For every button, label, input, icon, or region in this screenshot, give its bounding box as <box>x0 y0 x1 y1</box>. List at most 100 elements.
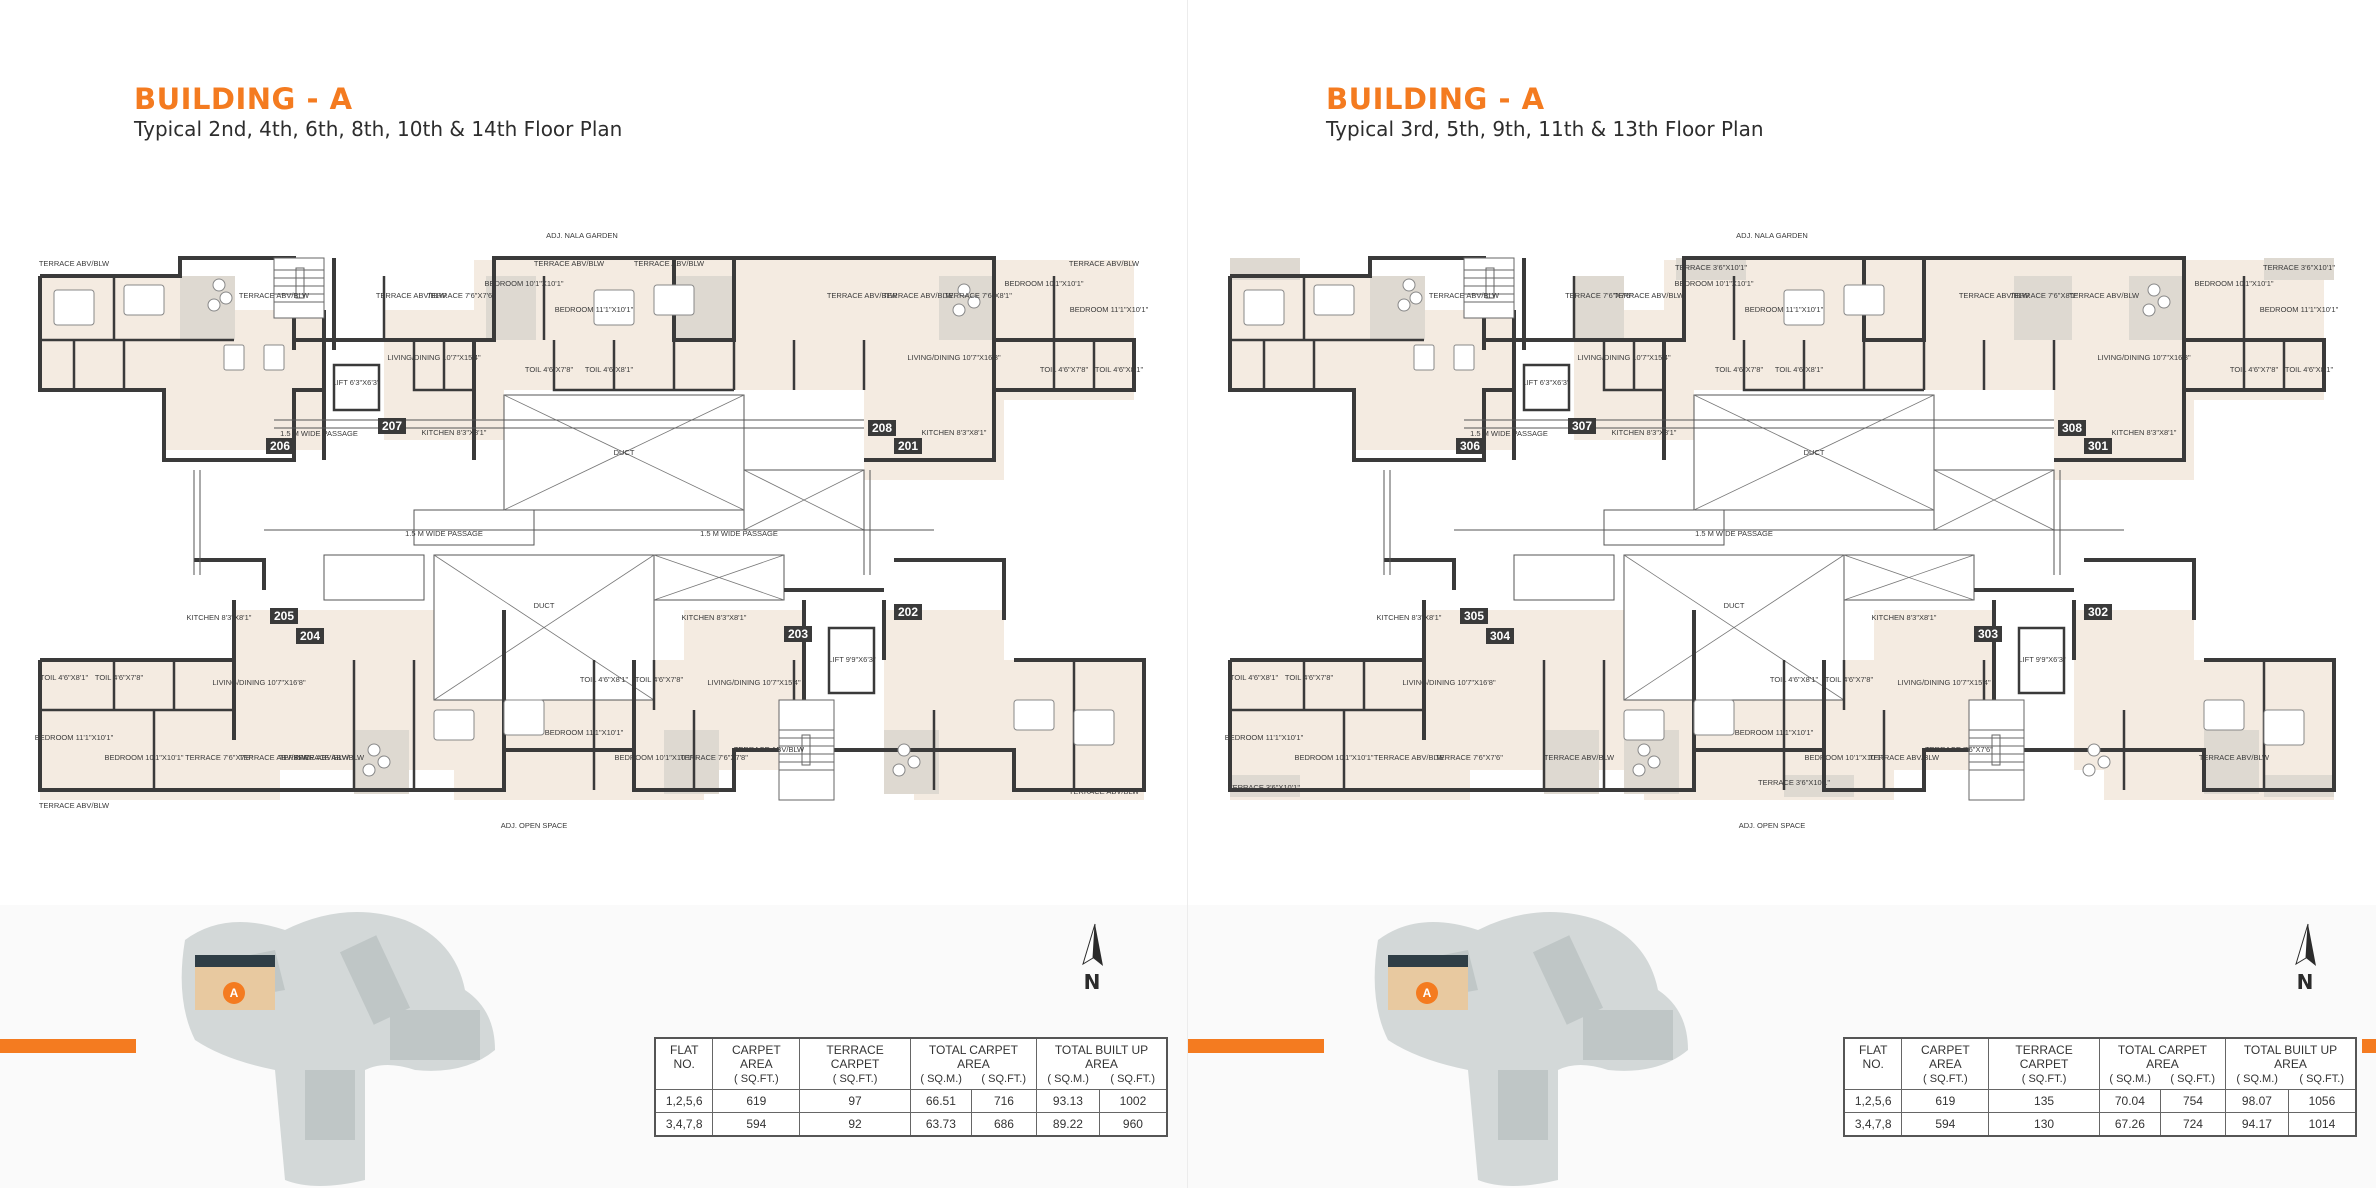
svg-text:LIFT 6'3"X6'3": LIFT 6'3"X6'3" <box>332 378 380 387</box>
svg-text:TOIL 4'6"X8'1": TOIL 4'6"X8'1" <box>585 365 634 374</box>
svg-text:DUCT: DUCT <box>614 448 635 457</box>
svg-text:TERRACE ABV/BLW: TERRACE ABV/BLW <box>534 259 605 268</box>
svg-text:TOIL 4'6"X8'1": TOIL 4'6"X8'1" <box>40 673 89 682</box>
svg-text:TOIL 4'6"X8'1": TOIL 4'6"X8'1" <box>1095 365 1144 374</box>
svg-text:TERRACE ABV/BLW: TERRACE ABV/BLW <box>734 745 805 754</box>
svg-text:TOIL 4'6"X7'8": TOIL 4'6"X7'8" <box>525 365 574 374</box>
svg-text:LIVING/DINING 10'7"X16'8": LIVING/DINING 10'7"X16'8" <box>212 678 306 687</box>
key-plan-map: A <box>1358 900 1698 1188</box>
svg-text:TOIL 4'6"X8'1": TOIL 4'6"X8'1" <box>580 675 629 684</box>
unit-number-tag: 305 <box>1460 608 1489 624</box>
unit-number-tag: 203 <box>784 626 813 642</box>
svg-text:TERRACE 3'6"X10'1": TERRACE 3'6"X10'1" <box>1228 783 1300 792</box>
unit-number-tag: 204 <box>296 628 325 644</box>
svg-text:TERRACE ABV/BLW: TERRACE ABV/BLW <box>39 259 110 268</box>
svg-text:TERRACE 7'6"X7'8": TERRACE 7'6"X7'8" <box>185 753 253 762</box>
svg-text:BEDROOM 11'1"X10'1": BEDROOM 11'1"X10'1" <box>1070 305 1149 314</box>
svg-text:BEDROOM 11'1"X10'1": BEDROOM 11'1"X10'1" <box>555 305 634 314</box>
svg-text:LIFT 6'3"X6'3": LIFT 6'3"X6'3" <box>1522 378 1570 387</box>
page-title: BUILDING - A <box>1326 82 1545 116</box>
unit-number-tag: 208 <box>868 420 897 436</box>
area-table: FLAT NO. CARPET AREA TERRACE CARPET TOTA… <box>1843 1037 2357 1137</box>
plan-bottom-label: ADJ. OPEN SPACE <box>1739 821 1806 830</box>
svg-text:TERRACE ABV/BLW: TERRACE ABV/BLW <box>376 291 447 300</box>
svg-text:LIVING/DINING 10'7"X15'4": LIVING/DINING 10'7"X15'4" <box>1897 678 1991 687</box>
svg-text:TERRACE ABV/BLW: TERRACE ABV/BLW <box>883 291 954 300</box>
unit-number-tag: 304 <box>1486 628 1515 644</box>
svg-text:TERRACE ABV/BLW: TERRACE ABV/BLW <box>2069 291 2140 300</box>
svg-text:TOIL 4'6"X7'8": TOIL 4'6"X7'8" <box>1825 675 1874 684</box>
accent-bar-edge <box>2362 1039 2376 1053</box>
svg-text:DUCT: DUCT <box>534 601 555 610</box>
svg-text:TERRACE 3'6"X10'1": TERRACE 3'6"X10'1" <box>1675 263 1747 272</box>
svg-text:DUCT: DUCT <box>1804 448 1825 457</box>
svg-text:TERRACE ABV/BLW: TERRACE ABV/BLW <box>1614 291 1685 300</box>
svg-text:1.5 M WIDE PASSAGE: 1.5 M WIDE PASSAGE <box>700 529 778 538</box>
north-arrow: N <box>1067 920 1117 1000</box>
svg-text:KITCHEN 8'3"X8'1": KITCHEN 8'3"X8'1" <box>922 428 987 437</box>
svg-text:BEDROOM 10'1"X10'1": BEDROOM 10'1"X10'1" <box>1294 753 1373 762</box>
unit-number-tag: 303 <box>1974 626 2003 642</box>
floor-plan: ADJ. NALA GARDEN ADJ. OPEN SPACE 1.5 M W… <box>34 230 1164 830</box>
plan-top-label: ADJ. NALA GARDEN <box>1736 231 1808 240</box>
svg-text:BEDROOM 10'1"X10'1": BEDROOM 10'1"X10'1" <box>1674 279 1753 288</box>
floor-plan-drawing: ADJ. NALA GARDEN ADJ. OPEN SPACE 1.5 M W… <box>35 231 1149 830</box>
svg-text:BEDROOM 11'1"X10'1": BEDROOM 11'1"X10'1" <box>1735 728 1814 737</box>
svg-text:TERRACE 3'6"X10'1": TERRACE 3'6"X10'1" <box>1758 778 1830 787</box>
svg-text:TERRACE ABV/BLW: TERRACE ABV/BLW <box>239 291 310 300</box>
unit-number-tag: 306 <box>1456 438 1485 454</box>
svg-text:TERRACE 7'6"X8'1": TERRACE 7'6"X8'1" <box>2010 291 2078 300</box>
svg-text:TOIL 4'6"X8'1": TOIL 4'6"X8'1" <box>1775 365 1824 374</box>
svg-text:LIFT 9'9"X6'3": LIFT 9'9"X6'3" <box>2018 655 2066 664</box>
plan-top-label: ADJ. NALA GARDEN <box>546 231 618 240</box>
svg-text:1.5 M WIDE PASSAGE: 1.5 M WIDE PASSAGE <box>280 429 358 438</box>
svg-text:BEDROOM 10'1"X10'1": BEDROOM 10'1"X10'1" <box>1004 279 1083 288</box>
svg-text:TOIL 4'6"X8'1": TOIL 4'6"X8'1" <box>2285 365 2334 374</box>
svg-text:TOIL 4'6"X8'1": TOIL 4'6"X8'1" <box>1770 675 1819 684</box>
svg-text:TERRACE 3'6"X10'1": TERRACE 3'6"X10'1" <box>2263 263 2335 272</box>
svg-text:BEDROOM 11'1"X10'1": BEDROOM 11'1"X10'1" <box>1745 305 1824 314</box>
svg-text:BEDROOM 11'1"X10'1": BEDROOM 11'1"X10'1" <box>1225 733 1304 742</box>
north-arrow: N <box>2280 920 2330 1000</box>
floor-plan-drawing: ADJ. NALA GARDEN ADJ. OPEN SPACE 1.5 M W… <box>1225 231 2339 830</box>
svg-text:KITCHEN 8'3"X8'1": KITCHEN 8'3"X8'1" <box>422 428 487 437</box>
svg-text:1.5 M WIDE PASSAGE: 1.5 M WIDE PASSAGE <box>1695 529 1773 538</box>
north-arrow-icon <box>1082 923 1103 966</box>
accent-bar <box>1188 1039 1324 1053</box>
svg-text:BEDROOM 10'1"X10'1": BEDROOM 10'1"X10'1" <box>2194 279 2273 288</box>
svg-text:TERRACE ABV/BLW: TERRACE ABV/BLW <box>827 291 898 300</box>
plan-bottom-label: ADJ. OPEN SPACE <box>501 821 568 830</box>
svg-text:BEDROOM 11'1"X10'1": BEDROOM 11'1"X10'1" <box>545 728 624 737</box>
building-marker: A <box>223 982 245 1004</box>
svg-text:TERRACE ABV/BLW: TERRACE ABV/BLW <box>1069 787 1140 796</box>
accent-bar <box>0 1039 136 1053</box>
svg-text:LIVING/DINING 10'7"X16'8": LIVING/DINING 10'7"X16'8" <box>907 353 1001 362</box>
unit-number-tag: 206 <box>266 438 295 454</box>
building-marker: A <box>1416 982 1438 1004</box>
svg-text:1.5 M WIDE PASSAGE: 1.5 M WIDE PASSAGE <box>1470 429 1548 438</box>
svg-text:KITCHEN 8'3"X8'1": KITCHEN 8'3"X8'1" <box>2112 428 2177 437</box>
floor-plan: ADJ. NALA GARDEN ADJ. OPEN SPACE 1.5 M W… <box>1224 230 2354 830</box>
svg-text:TERRACE 7'6"X7'6": TERRACE 7'6"X7'6" <box>1435 753 1503 762</box>
svg-text:LIVING/DINING 10'7"X15'4": LIVING/DINING 10'7"X15'4" <box>387 353 481 362</box>
page-subtitle: Typical 3rd, 5th, 9th, 11th & 13th Floor… <box>1326 117 1764 141</box>
svg-text:BEDROOM 11'1"X10'1": BEDROOM 11'1"X10'1" <box>35 733 114 742</box>
svg-text:KITCHEN 8'3"X8'1": KITCHEN 8'3"X8'1" <box>187 613 252 622</box>
svg-text:TOIL 4'6"X7'8": TOIL 4'6"X7'8" <box>95 673 144 682</box>
svg-text:BEDROOM 11'1"X10'1": BEDROOM 11'1"X10'1" <box>2260 305 2339 314</box>
svg-text:TERRACE ABV/BLW: TERRACE ABV/BLW <box>279 753 350 762</box>
svg-text:TERRACE ABV/BLW: TERRACE ABV/BLW <box>294 753 365 762</box>
svg-text:TERRACE ABV/BLW: TERRACE ABV/BLW <box>1544 753 1615 762</box>
unit-number-tag: 205 <box>270 608 299 624</box>
svg-text:TERRACE 7'6"X8'1": TERRACE 7'6"X8'1" <box>944 291 1012 300</box>
svg-text:TOIL 4'6"X8'1": TOIL 4'6"X8'1" <box>1230 673 1279 682</box>
svg-text:KITCHEN 8'3"X8'1": KITCHEN 8'3"X8'1" <box>1612 428 1677 437</box>
svg-text:BEDROOM 10'1"X10'1": BEDROOM 10'1"X10'1" <box>614 753 693 762</box>
key-plan-map: A <box>165 900 505 1188</box>
svg-text:LIVING/DINING 10'7"X15'4": LIVING/DINING 10'7"X15'4" <box>707 678 801 687</box>
svg-text:TERRACE ABV/BLW: TERRACE ABV/BLW <box>634 259 705 268</box>
svg-text:DUCT: DUCT <box>1724 601 1745 610</box>
svg-text:LIVING/DINING 10'7"X15'4": LIVING/DINING 10'7"X15'4" <box>1577 353 1671 362</box>
